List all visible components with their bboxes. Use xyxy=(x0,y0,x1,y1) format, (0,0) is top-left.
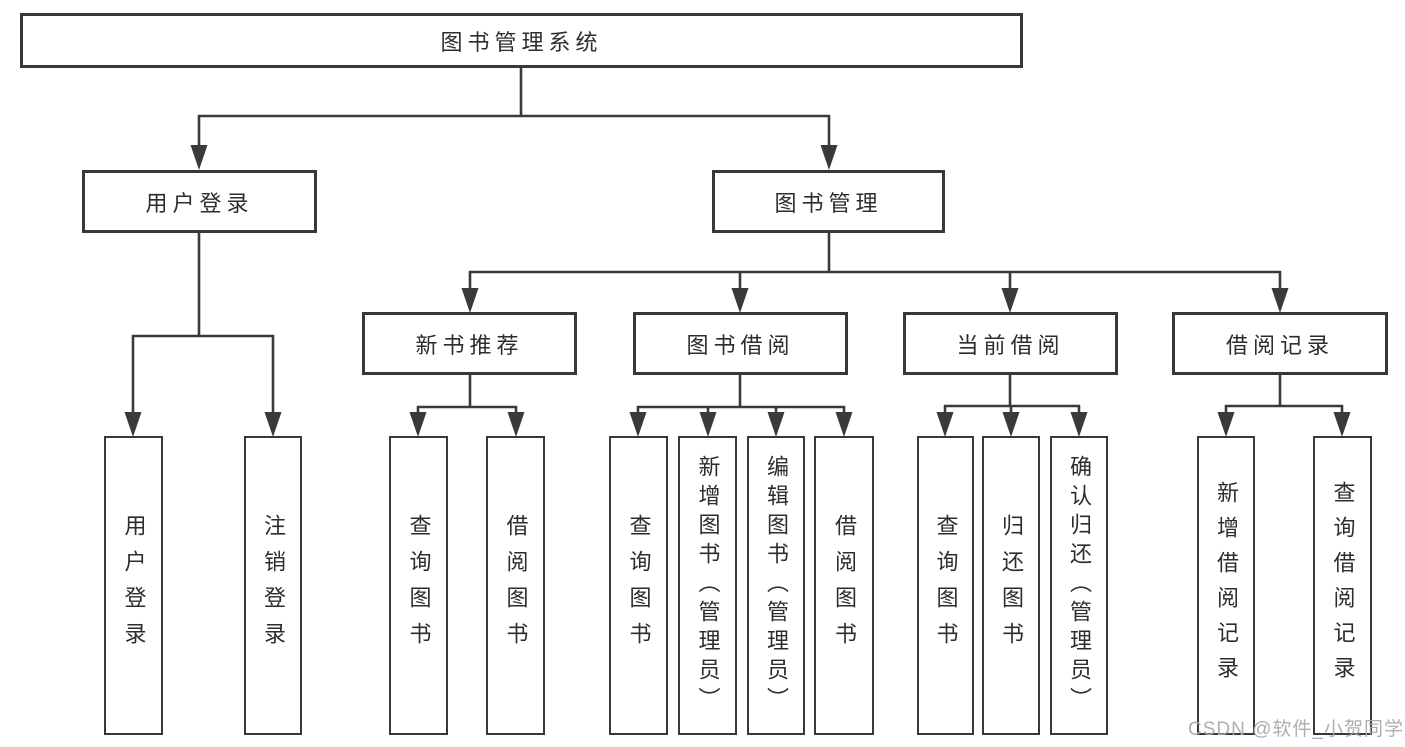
leaf-return-books: 归还图书 xyxy=(982,436,1040,735)
leaf-edit-books-admin: 编辑图书（管理员） xyxy=(747,436,805,735)
leaf-add-borrow-record: 新增借阅记录 xyxy=(1197,436,1255,735)
node-book-borrow: 图书借阅 xyxy=(633,312,848,375)
node-book-management: 图书管理 xyxy=(712,170,945,233)
node-borrow-records: 借阅记录 xyxy=(1172,312,1388,375)
node-new-book-recommend: 新书推荐 xyxy=(362,312,577,375)
leaf-borrow-books-recommend: 借阅图书 xyxy=(486,436,545,735)
leaf-query-books-recommend: 查询图书 xyxy=(389,436,448,735)
node-root: 图书管理系统 xyxy=(20,13,1023,68)
leaf-user-login: 用户登录 xyxy=(104,436,163,735)
node-user-login: 用户登录 xyxy=(82,170,317,233)
leaf-query-books-current: 查询图书 xyxy=(917,436,974,735)
csdn-watermark: CSDN @软件_小贺同学 xyxy=(1188,719,1404,740)
leaf-query-books-borrow: 查询图书 xyxy=(609,436,668,735)
leaf-query-borrow-record: 查询借阅记录 xyxy=(1313,436,1372,735)
leaf-confirm-return-admin: 确认归还（管理员） xyxy=(1050,436,1108,735)
leaf-add-books-admin: 新增图书（管理员） xyxy=(678,436,737,735)
node-current-borrow: 当前借阅 xyxy=(903,312,1118,375)
leaf-logout: 注销登录 xyxy=(244,436,302,735)
leaf-borrow-books: 借阅图书 xyxy=(814,436,874,735)
